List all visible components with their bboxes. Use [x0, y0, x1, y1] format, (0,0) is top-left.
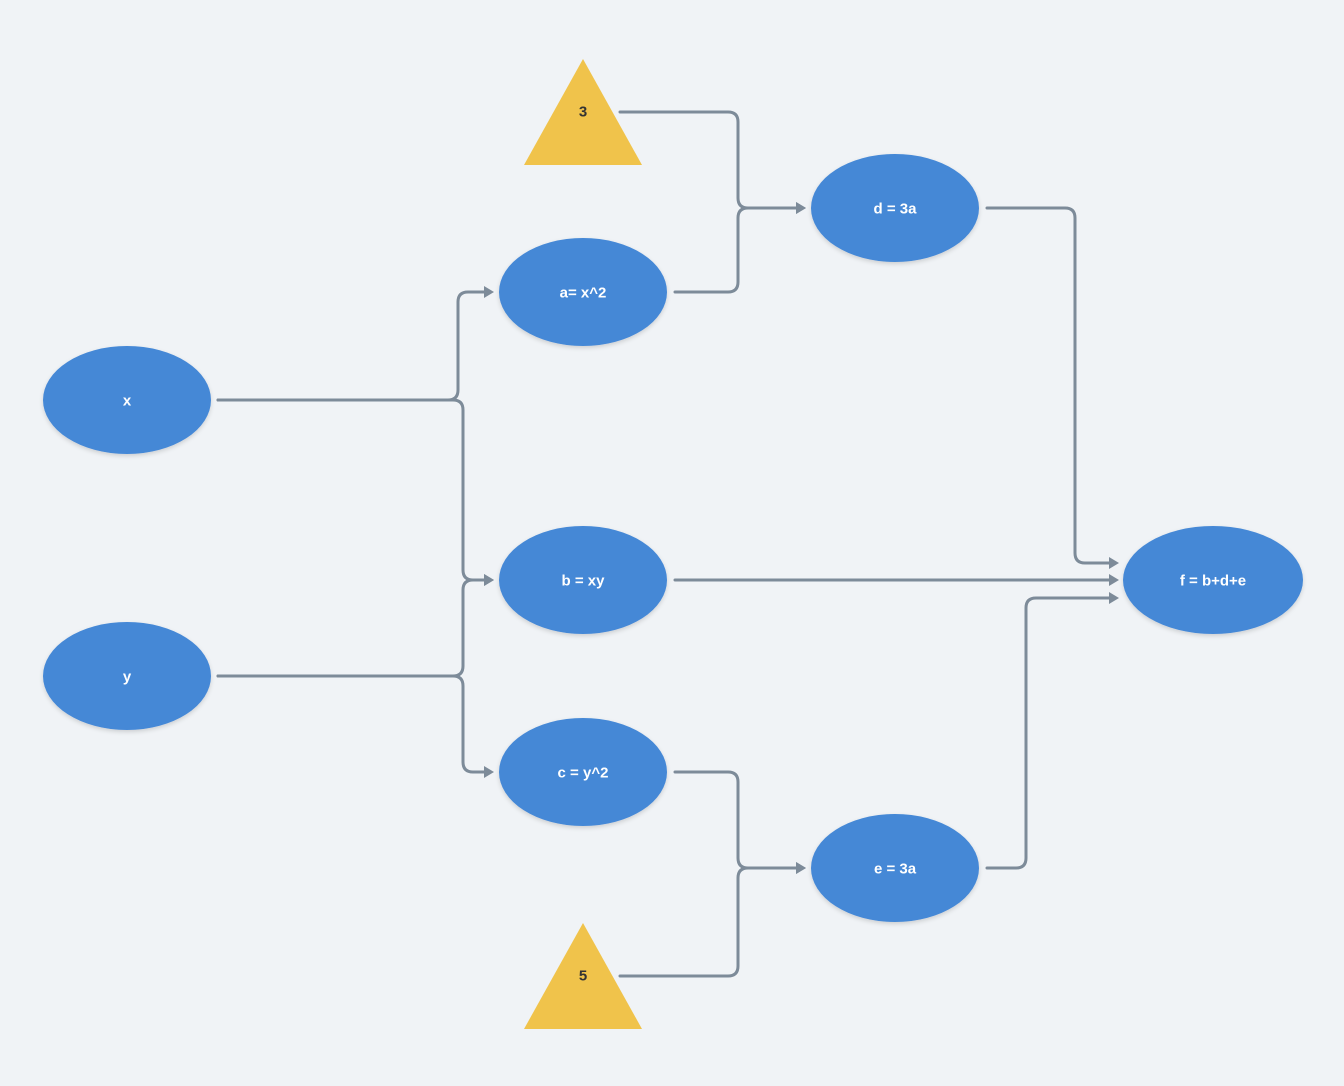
constant-3-triangle — [524, 59, 642, 165]
arrowhead-icon — [484, 574, 494, 586]
node-f-label: f = b+d+e — [1180, 573, 1246, 590]
edge-e-to-f — [985, 592, 1119, 870]
node-a-shape — [499, 238, 667, 346]
arrowhead-icon — [796, 202, 806, 214]
node-d-label: d = 3a — [874, 201, 918, 218]
node-e-label: e = 3a — [874, 861, 917, 878]
node-a[interactable]: a= x^2 — [499, 238, 667, 346]
node-y-shape — [43, 622, 211, 730]
node-a-label: a= x^2 — [560, 285, 607, 302]
edge-const3-to-d-line — [618, 110, 804, 210]
node-x-shape — [43, 346, 211, 454]
node-constant-3-label: 3 — [579, 104, 587, 121]
node-e[interactable]: e = 3a — [811, 814, 979, 922]
edge-d-to-f — [985, 206, 1119, 569]
arrowhead-icon — [1109, 574, 1119, 586]
edge-b-to-f — [673, 574, 1119, 586]
node-constant-5[interactable]: 5 — [524, 923, 642, 1029]
node-f[interactable]: f = b+d+e — [1123, 526, 1303, 634]
node-c-shape — [499, 718, 667, 826]
node-f-shape — [1123, 526, 1303, 634]
edge-x-to-a — [216, 286, 494, 402]
edge-y-to-c-line — [216, 674, 492, 774]
edge-const3-to-d — [618, 110, 806, 214]
node-y-label: y — [123, 669, 132, 686]
node-d-shape — [811, 154, 979, 262]
edge-e-to-f-line — [985, 596, 1117, 870]
edge-x-to-a-line — [216, 290, 492, 402]
constant-5-triangle — [524, 923, 642, 1029]
node-y[interactable]: y — [43, 622, 211, 730]
edge-a-to-d — [673, 202, 806, 294]
edge-d-to-f-line — [985, 206, 1117, 565]
edge-const5-to-e — [618, 862, 806, 978]
arrowhead-icon — [1109, 592, 1119, 604]
node-b-label: b = xy — [562, 573, 606, 590]
arrowhead-icon — [1109, 557, 1119, 569]
arrowhead-icon — [796, 862, 806, 874]
node-b[interactable]: b = xy — [499, 526, 667, 634]
node-e-shape — [811, 814, 979, 922]
node-c-label: c = y^2 — [558, 765, 609, 782]
edge-x-to-b — [216, 398, 494, 586]
edge-c-to-e — [673, 770, 806, 874]
edge-x-to-b-line — [216, 398, 492, 582]
arrowhead-icon — [484, 286, 494, 298]
node-x-label: x — [123, 393, 132, 410]
nodes: x y a= x^2 b = xy c = y^2 3 5 — [43, 59, 1303, 1029]
edge-a-to-d-line — [673, 206, 804, 294]
edge-y-to-b — [216, 574, 494, 678]
arrowhead-icon — [484, 766, 494, 778]
edge-y-to-b-line — [216, 578, 492, 678]
node-c[interactable]: c = y^2 — [499, 718, 667, 826]
node-x[interactable]: x — [43, 346, 211, 454]
node-d[interactable]: d = 3a — [811, 154, 979, 262]
edges — [216, 110, 1119, 978]
node-b-shape — [499, 526, 667, 634]
node-constant-5-label: 5 — [579, 968, 587, 985]
edge-y-to-c — [216, 674, 494, 778]
edge-c-to-e-line — [673, 770, 804, 870]
edge-const5-to-e-line — [618, 866, 804, 978]
node-constant-3[interactable]: 3 — [524, 59, 642, 165]
